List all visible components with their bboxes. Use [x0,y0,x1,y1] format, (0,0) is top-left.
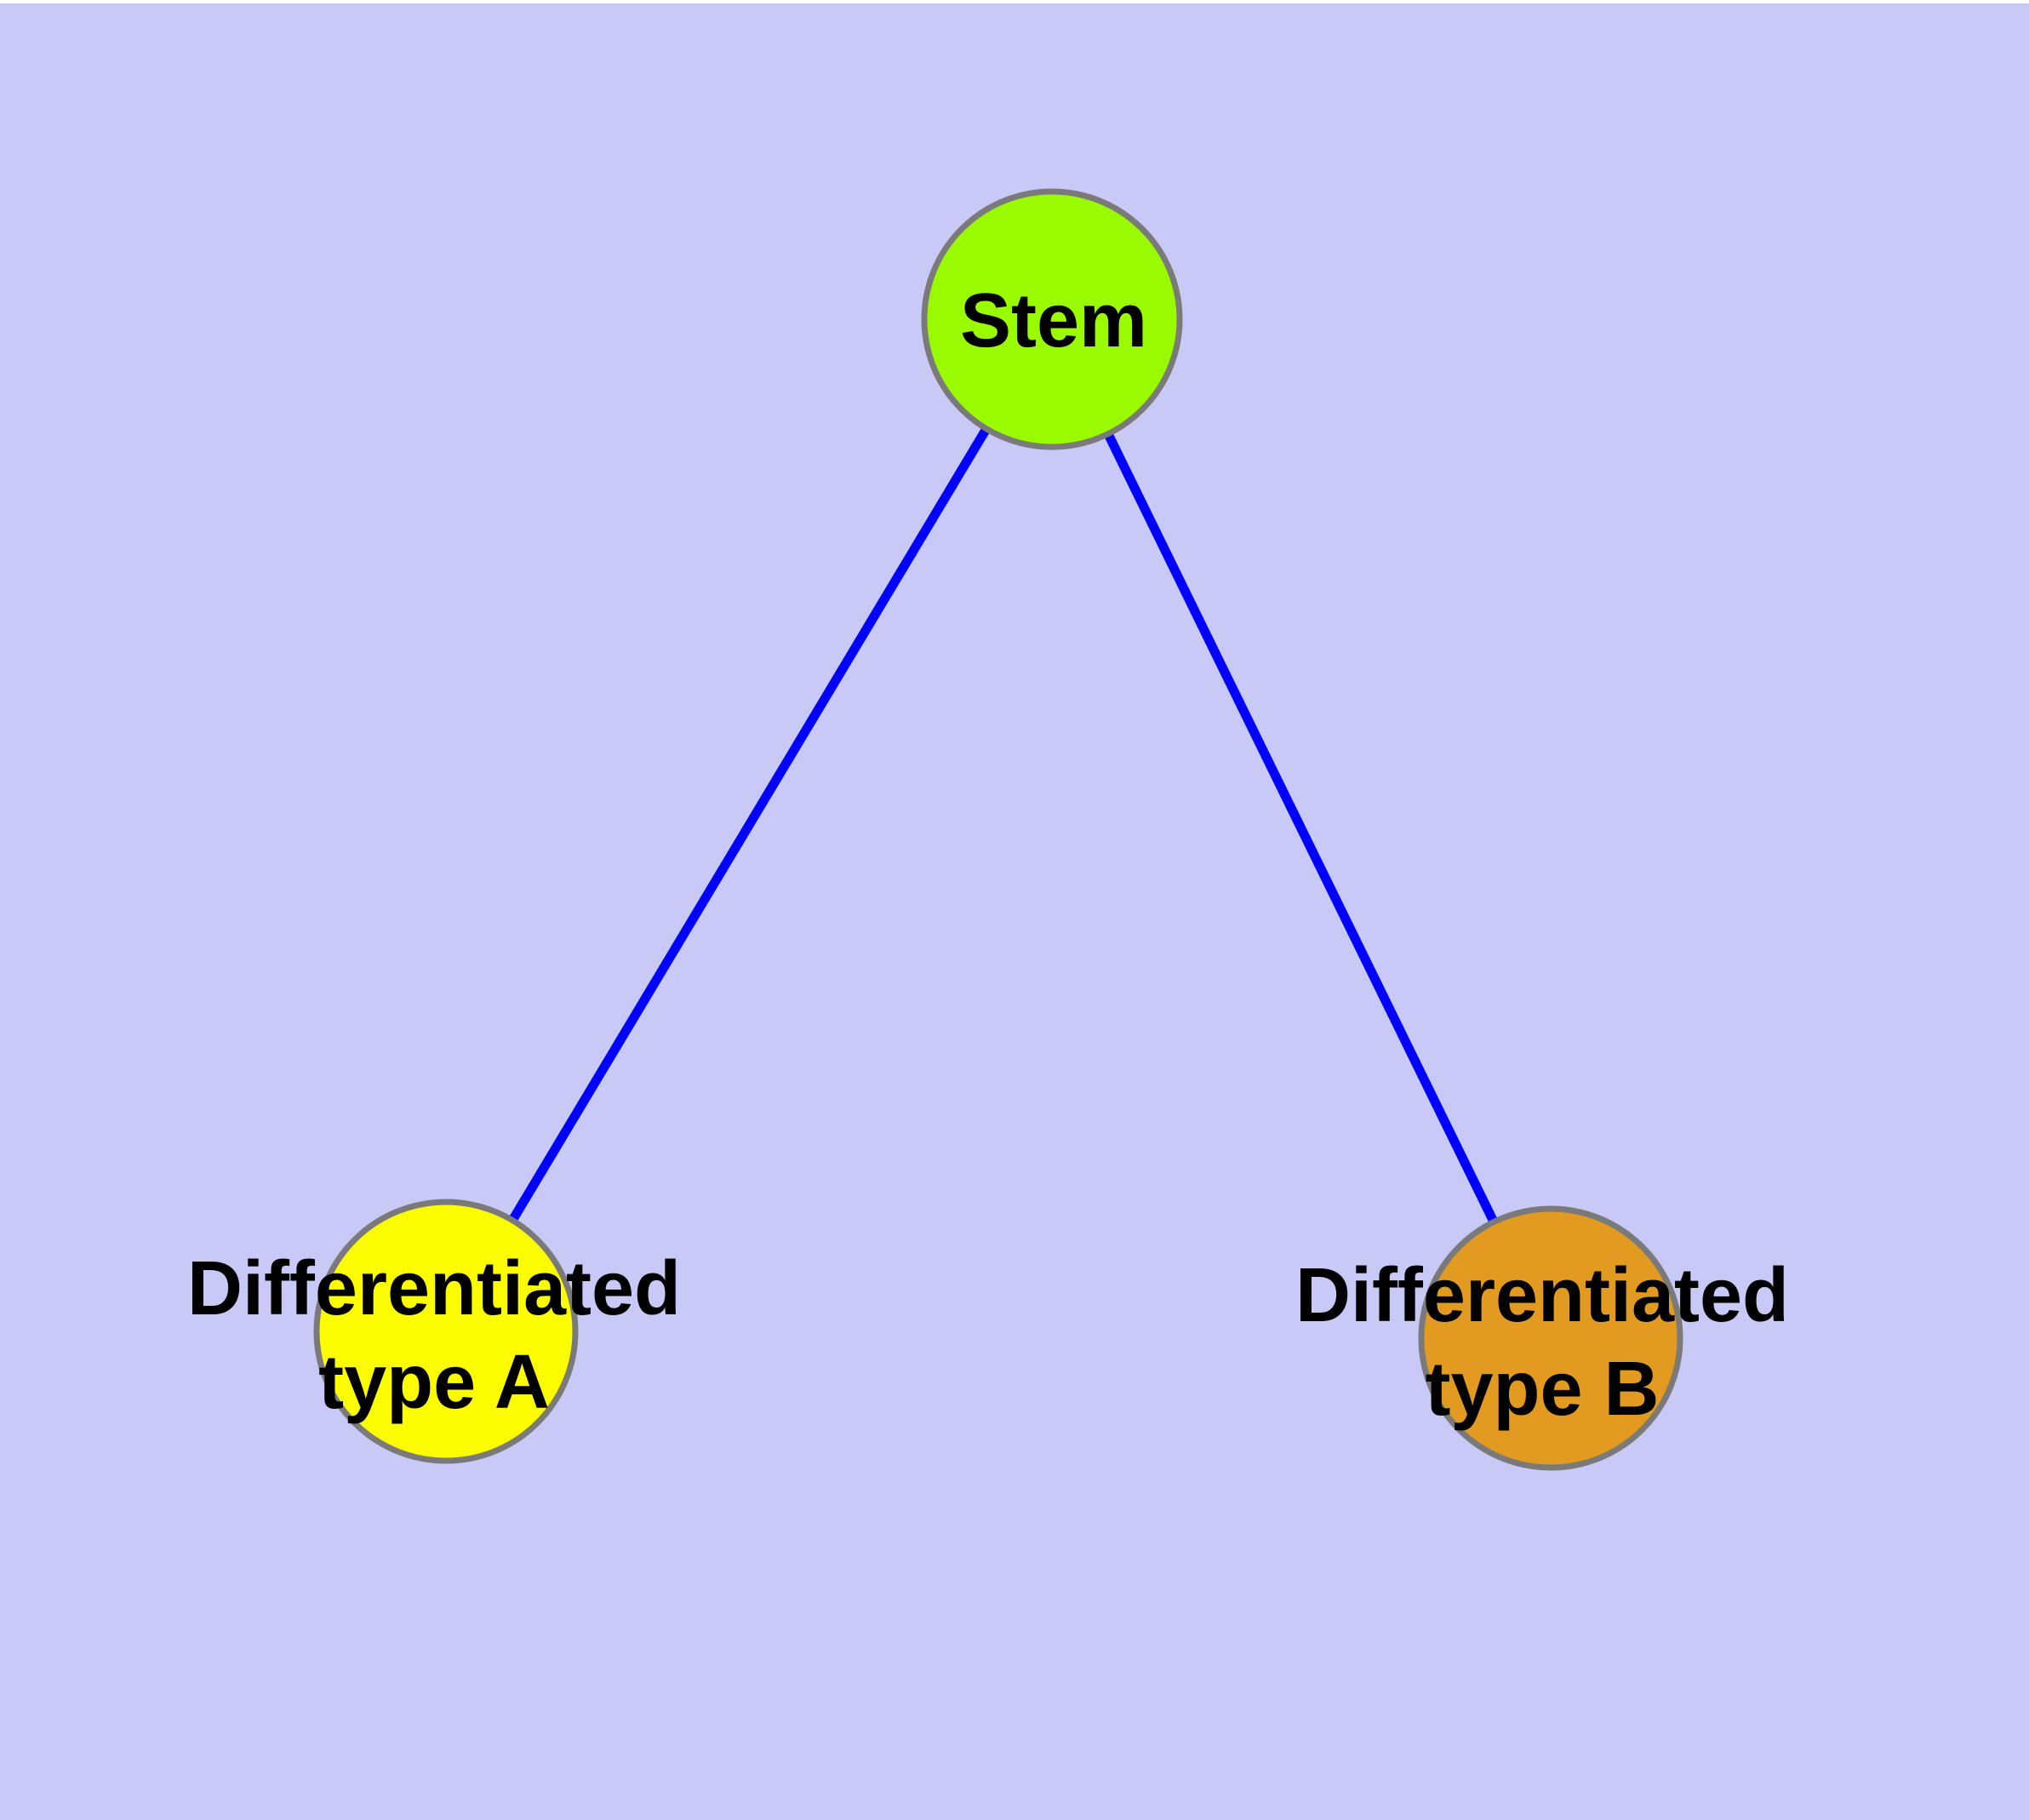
node-stem [921,188,1183,450]
edge-stem-to-type-b [1048,317,1555,1341]
node-type-b-label-line2: type B [1425,1347,1659,1432]
node-differentiated-type-a [313,1199,579,1464]
node-stem-label: Stem [960,278,1147,363]
node-type-a-label-line1: Differentiated [187,1246,681,1331]
edge-stem-to-type-a [442,317,1056,1334]
node-type-a-label-line2: type A [318,1340,550,1425]
node-differentiated-type-b [1418,1205,1683,1471]
node-type-b-label-line1: Differentiated [1295,1253,1789,1338]
